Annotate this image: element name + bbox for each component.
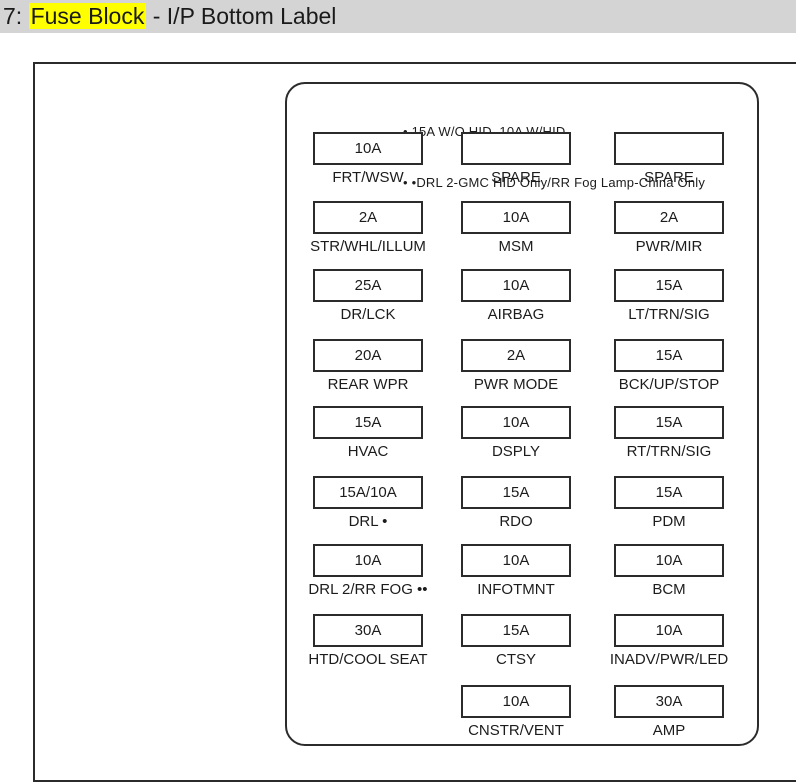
fuse-block-panel: • 15A W/O HID, 10A W/HID • •DRL 2-GMC HI… [285, 82, 759, 746]
fuse-label: AIRBAG [487, 306, 545, 323]
fuse-label: INADV/PWR/LED [609, 651, 729, 668]
fuse-cell: 15A RT/TRN/SIG [594, 406, 744, 460]
fuse-cell: 10A DRL 2/RR FOG •• [293, 544, 443, 598]
fuse-cell: 10A FRT/WSW [293, 132, 443, 186]
fuse-cell: 10A DSPLY [441, 406, 591, 460]
fuse-label: INFOTMNT [477, 581, 555, 598]
fuse-cell: 10A AIRBAG [441, 269, 591, 323]
fuse-amp-box: 10A [461, 544, 571, 577]
fuse-cell: 15A/10A DRL • [293, 476, 443, 530]
fuse-cell: 15A RDO [441, 476, 591, 530]
fuse-amp-box: 2A [461, 339, 571, 372]
fuse-cell: 10A MSM [441, 201, 591, 255]
fuse-amp-box: 10A [461, 269, 571, 302]
fuse-cell: SPARE [594, 132, 744, 186]
fuse-label: CTSY [495, 651, 536, 668]
fuse-amp-box: 2A [614, 201, 724, 234]
fuse-label: CNSTR/VENT [468, 722, 564, 739]
fuse-label: BCM [652, 581, 686, 598]
fuse-amp-box: 10A [313, 132, 423, 165]
fuse-cell: 10A INADV/PWR/LED [594, 614, 744, 668]
fuse-amp-box: 25A [313, 269, 423, 302]
title-suffix: - I/P Bottom Label [146, 3, 337, 29]
fuse-amp-box: 10A [313, 544, 423, 577]
fuse-amp-box: 30A [614, 685, 724, 718]
fuse-label: HTD/COOL SEAT [308, 651, 428, 668]
fuse-cell: 30A AMP [594, 685, 744, 739]
fuse-amp-box: 30A [313, 614, 423, 647]
fuse-amp-box: 10A [461, 201, 571, 234]
fuse-label: HVAC [347, 443, 389, 460]
fuse-amp-box [461, 132, 571, 165]
fuse-amp-box: 10A [614, 614, 724, 647]
fuse-amp-box: 15A [614, 406, 724, 439]
fuse-cell: 15A BCK/UP/STOP [594, 339, 744, 393]
fuse-cell: 2A STR/WHL/ILLUM [293, 201, 443, 255]
fuse-amp-box: 15A [313, 406, 423, 439]
fuse-grid: 10A FRT/WSW SPARE SPARE 2A STR/WHL/ILLUM 10A MS… [287, 84, 757, 744]
fuse-label: PWR/MIR [635, 238, 703, 255]
fuse-label: SPARE [644, 169, 694, 186]
fuse-amp-box: 2A [313, 201, 423, 234]
fuse-cell: 10A BCM [594, 544, 744, 598]
fuse-label: DSPLY [491, 443, 541, 460]
document-title-bar: 7: Fuse Block - I/P Bottom Label [0, 0, 796, 33]
fuse-cell: 25A DR/LCK [293, 269, 443, 323]
fuse-cell: 15A HVAC [293, 406, 443, 460]
fuse-label: RT/TRN/SIG [626, 443, 712, 460]
fuse-label: PWR MODE [473, 376, 559, 393]
fuse-cell: 10A INFOTMNT [441, 544, 591, 598]
fuse-cell: 15A LT/TRN/SIG [594, 269, 744, 323]
fuse-cell: 2A PWR MODE [441, 339, 591, 393]
fuse-amp-box: 10A [461, 685, 571, 718]
fuse-amp-box: 15A [461, 614, 571, 647]
fuse-label: FRT/WSW [332, 169, 404, 186]
fuse-amp-box [614, 132, 724, 165]
fuse-cell: 30A HTD/COOL SEAT [293, 614, 443, 668]
fuse-amp-box: 20A [313, 339, 423, 372]
fuse-cell: 2A PWR/MIR [594, 201, 744, 255]
fuse-label: STR/WHL/ILLUM [310, 238, 426, 255]
fuse-cell: 15A CTSY [441, 614, 591, 668]
fuse-label: PDM [652, 513, 686, 530]
fuse-amp-box: 15A [614, 269, 724, 302]
fuse-cell: SPARE [441, 132, 591, 186]
fuse-amp-box: 10A [614, 544, 724, 577]
fuse-cell: 15A PDM [594, 476, 744, 530]
fuse-amp-box: 10A [461, 406, 571, 439]
fuse-label: DR/LCK [340, 306, 396, 323]
fuse-label: DRL 2/RR FOG •• [308, 581, 428, 598]
fuse-label: RDO [499, 513, 533, 530]
footnote-line: • •DRL 2-GMC HID Only/RR Fog Lamp-China … [403, 175, 706, 190]
fuse-amp-box: 15A [614, 476, 724, 509]
fuse-label: SPARE [491, 169, 541, 186]
fuse-label: AMP [652, 722, 686, 739]
fuse-label: LT/TRN/SIG [628, 306, 710, 323]
fuse-label: MSM [498, 238, 534, 255]
fuse-label: BCK/UP/STOP [618, 376, 720, 393]
fuse-cell: 20A REAR WPR [293, 339, 443, 393]
title-highlighted-term: Fuse Block [28, 3, 147, 29]
fuse-label: REAR WPR [327, 376, 409, 393]
fuse-cell: 10A CNSTR/VENT [441, 685, 591, 739]
fuse-amp-box: 15A/10A [313, 476, 423, 509]
fuse-label: DRL • [348, 513, 388, 530]
title-prefix: 7: [3, 3, 29, 29]
fuse-amp-box: 15A [461, 476, 571, 509]
fuse-amp-box: 15A [614, 339, 724, 372]
